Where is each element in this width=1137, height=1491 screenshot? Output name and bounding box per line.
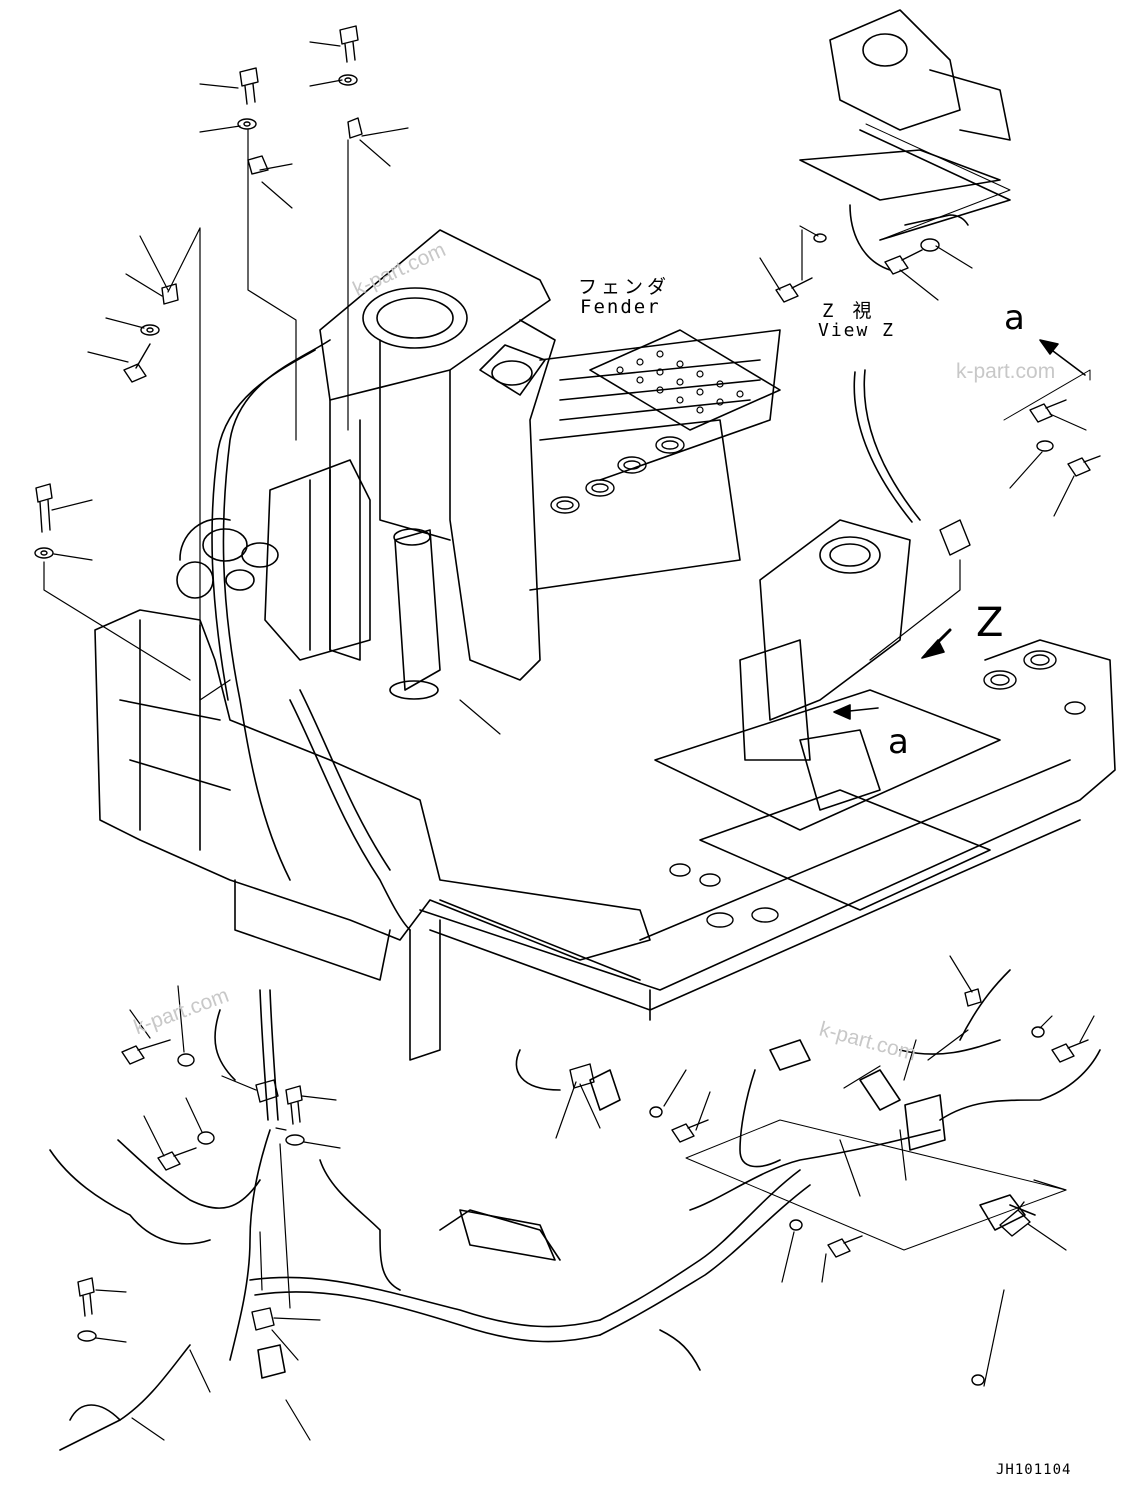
- a-marker-top: a: [1004, 298, 1025, 338]
- view-z-label-jp: Z 視: [822, 300, 872, 322]
- z-marker-label: Z: [976, 600, 1004, 646]
- frame-grommets: [550, 436, 1086, 928]
- wiring-harness: [49, 969, 1101, 1451]
- fender-label-jp: フェンダ: [578, 276, 671, 298]
- tank-fender: [319, 229, 781, 681]
- a-marker-mid: a: [888, 722, 909, 762]
- hydraulic-lines: [211, 339, 921, 931]
- intake-hose: [389, 528, 441, 700]
- view-z-detail: [799, 9, 1011, 271]
- z-direction-arrow: [833, 339, 1086, 720]
- drawing-code: JH101104: [996, 1462, 1072, 1478]
- pump-stand: [739, 519, 911, 811]
- control-valve: [176, 459, 371, 661]
- watermark: k-part.com: [956, 360, 1056, 383]
- fender-label-en: Fender: [580, 296, 661, 318]
- view-z-label-en: View Z: [818, 320, 896, 341]
- harness-components: [257, 1039, 1036, 1379]
- leader-lines: [43, 41, 1095, 1441]
- main-frame: [94, 609, 1116, 1061]
- fasteners: [34, 25, 1101, 1386]
- checker-plate: [589, 329, 781, 431]
